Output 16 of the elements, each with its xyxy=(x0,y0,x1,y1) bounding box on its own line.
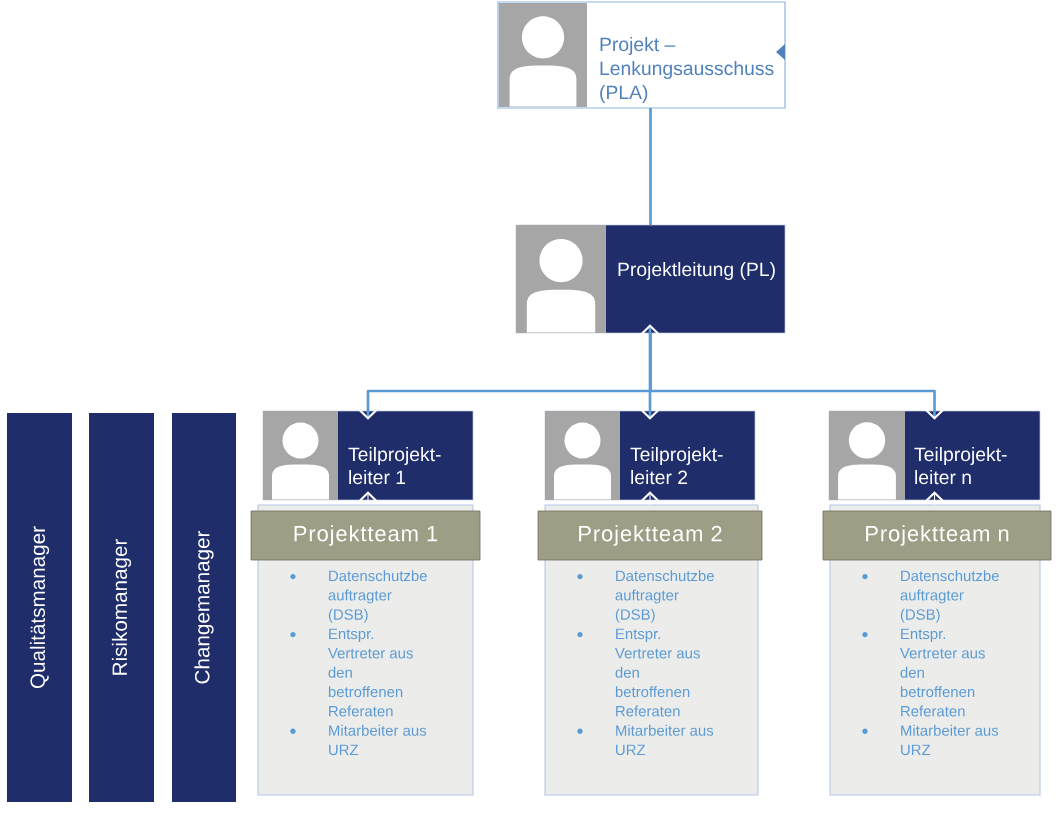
list-item: Entspr. Vertreter aus den betroffenen Referaten xyxy=(615,628,700,717)
list-item: Mitarbeiter aus URZ xyxy=(901,724,999,756)
role-bar: Risikomanager xyxy=(89,413,154,802)
list-item: Mitarbeiter aus URZ xyxy=(329,724,427,756)
list-item: Entspr. Vertreter aus den betroffenen Referaten xyxy=(328,628,413,717)
team-header: Projektteam n xyxy=(822,510,1052,561)
list-item: Datenschutzbe auftragter (DSB) xyxy=(328,570,427,623)
list-item: Datenschutzbe auftragter (DSB) xyxy=(900,570,999,623)
connector xyxy=(649,108,652,225)
role-bar: Qualitätsmanager xyxy=(7,413,72,802)
list-item: Datenschutzbe auftragter (DSB) xyxy=(615,570,714,623)
list-item: Mitarbeiter aus URZ xyxy=(616,724,714,756)
role-bar: Changemanager xyxy=(172,413,236,802)
list-item: Entspr. Vertreter aus den betroffenen Referaten xyxy=(900,628,985,717)
connector xyxy=(649,333,945,420)
connector xyxy=(640,324,660,420)
